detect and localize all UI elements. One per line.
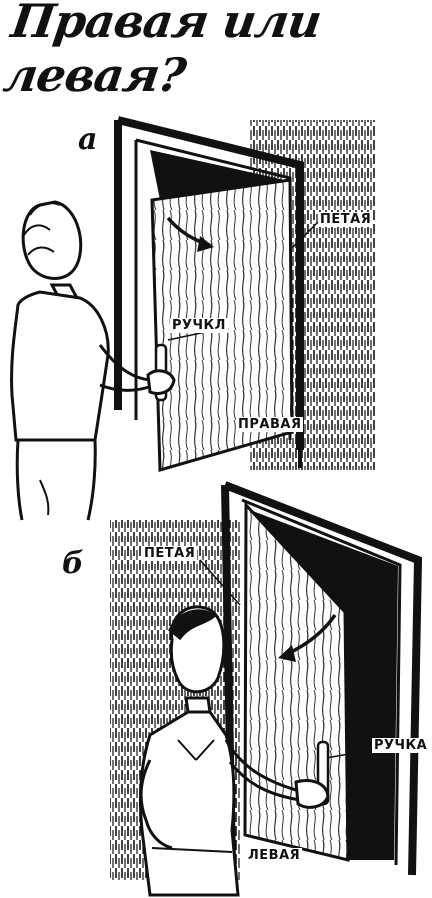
panel-b-handle-label: РУЧКА [372,738,430,753]
door-frame-a [114,116,304,450]
panel-a-letter: а [78,122,98,157]
doorway-shadow-a [150,150,285,200]
arrowhead-a [197,236,214,252]
panel-a [10,116,375,521]
panel-a-caption: ПРАВАЯ [236,417,304,432]
panel-b-hinge-label: ПЕТАЯ [142,546,198,561]
panel-a-handle-label: РУЧКЛ [170,318,228,333]
doorway-shadow-b [250,510,398,860]
hinge-leader-a [291,221,319,249]
panel-b-caption: ЛЕВАЯ [246,848,303,863]
handle-leader-b [325,749,373,759]
panel-a-hinge-label: ПЕТАЯ [318,212,374,227]
arrowhead-b [278,645,296,662]
hinge-leader-b [199,559,241,606]
panel-b [110,481,423,897]
person-a [10,200,176,521]
panel-b-letter: б [62,546,84,581]
person-b [138,605,330,897]
